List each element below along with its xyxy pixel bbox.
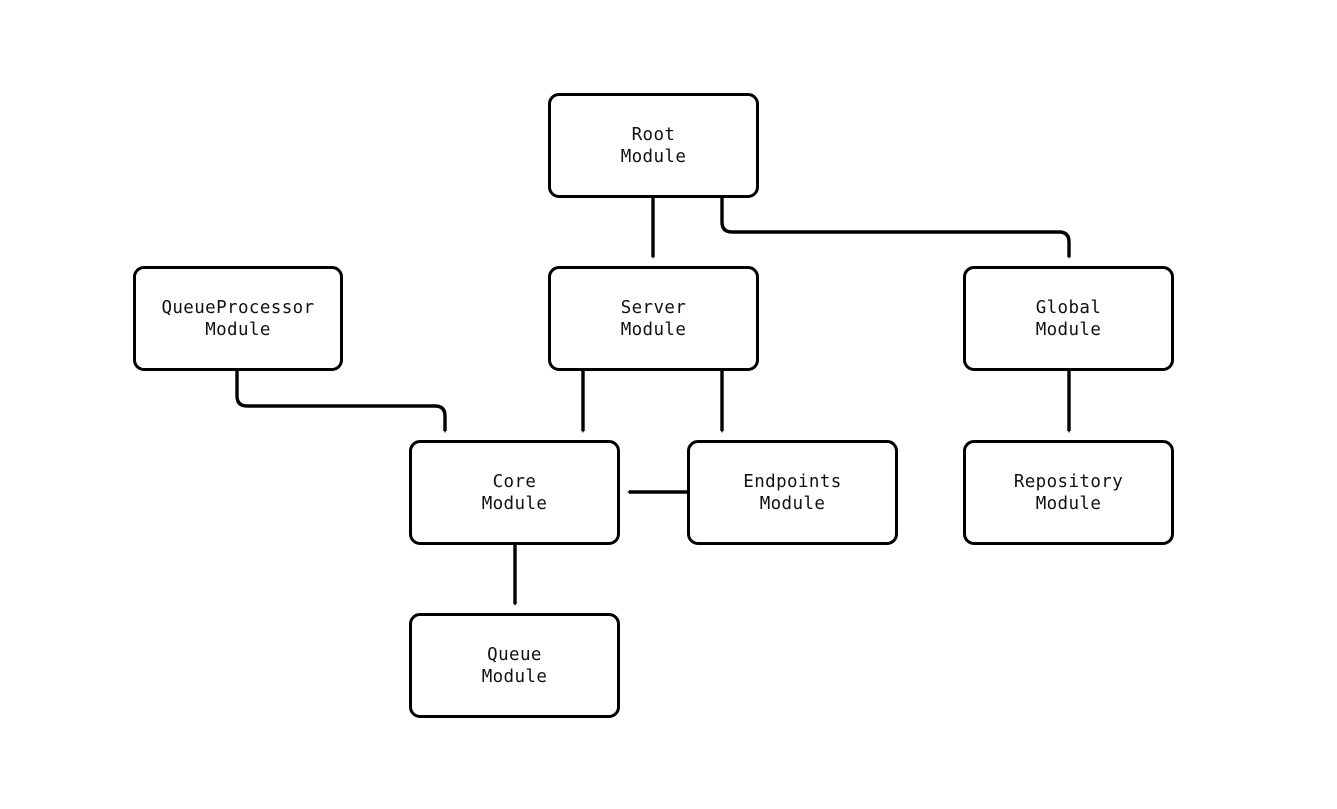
node-root-module[interactable]: Root Module bbox=[548, 93, 759, 198]
node-server-module-line2: Module bbox=[620, 319, 687, 340]
node-server-module-line1: Server bbox=[620, 297, 687, 318]
node-global-module[interactable]: Global Module bbox=[963, 266, 1174, 371]
node-repository-module-line1: Repository bbox=[1013, 471, 1124, 492]
node-global-module-line2: Module bbox=[1035, 319, 1102, 340]
node-endpoints-module-line2: Module bbox=[759, 493, 826, 514]
edge-queueprocessor-to-core bbox=[235, 371, 445, 431]
node-core-module[interactable]: Core Module bbox=[409, 440, 620, 545]
node-repository-module[interactable]: Repository Module bbox=[963, 440, 1174, 545]
node-server-module[interactable]: Server Module bbox=[548, 266, 759, 371]
node-queueprocessor-module-line2: Module bbox=[205, 319, 271, 340]
node-root-module-line1: Root bbox=[631, 124, 676, 145]
node-endpoints-module[interactable]: Endpoints Module bbox=[687, 440, 898, 545]
node-queue-module-line1: Queue bbox=[487, 644, 542, 665]
node-queue-module[interactable]: Queue Module bbox=[409, 613, 620, 718]
edge-root-to-global bbox=[720, 198, 1069, 257]
node-queue-module-line2: Module bbox=[481, 666, 548, 687]
node-root-module-line2: Module bbox=[620, 146, 687, 167]
node-core-module-line2: Module bbox=[481, 493, 548, 514]
node-queueprocessor-module[interactable]: QueueProcessor Module bbox=[133, 266, 343, 371]
node-core-module-line1: Core bbox=[492, 471, 537, 492]
node-queueprocessor-module-line1: QueueProcessor bbox=[161, 297, 315, 318]
node-repository-module-line2: Module bbox=[1035, 493, 1102, 514]
node-global-module-line1: Global bbox=[1035, 297, 1102, 318]
edges-group bbox=[235, 198, 1069, 604]
node-endpoints-module-line1: Endpoints bbox=[743, 471, 842, 492]
